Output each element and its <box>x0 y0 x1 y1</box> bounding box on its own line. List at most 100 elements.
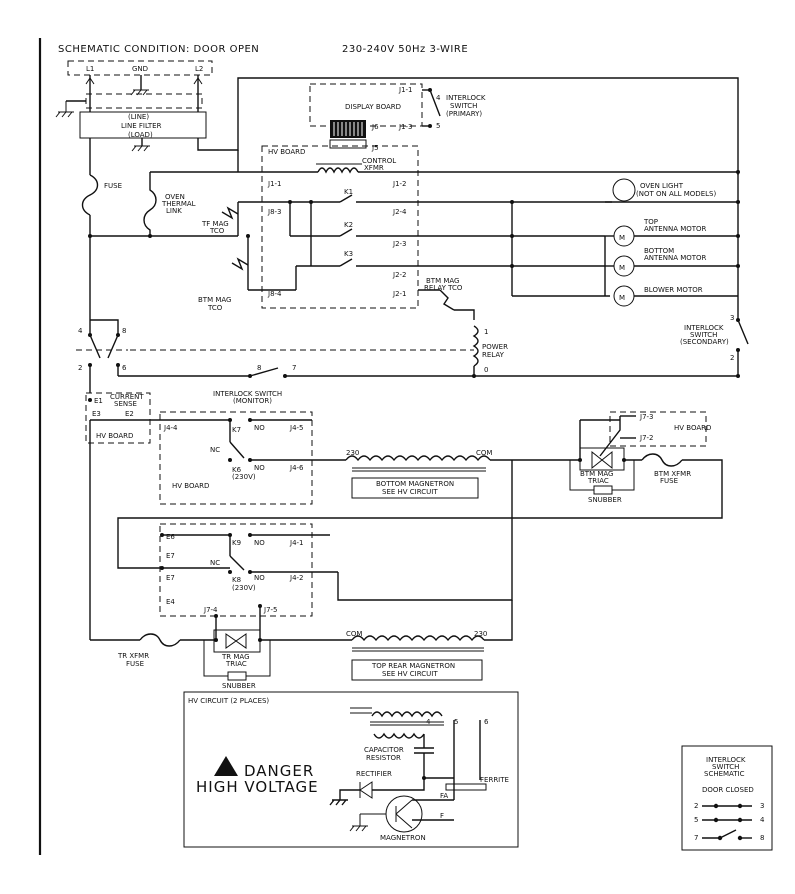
btm-mag-label: BTM MAG <box>198 296 231 304</box>
cs-current: CURRENT <box>110 393 144 401</box>
bottom-mag-label-2: SEE HV CIRCUIT <box>382 488 438 496</box>
xfmr-label: XFMR <box>364 164 384 172</box>
hvb2-230v: (230V) <box>232 584 256 592</box>
line-filter: (LINE) LINE FILTER (LOAD) <box>79 111 207 152</box>
tr-xfmr-fuse <box>139 633 181 647</box>
j8-4-label: J8-4 <box>267 290 282 298</box>
top-antenna-label-2: ANTENNA MOTOR <box>644 225 707 233</box>
hvb2-j4-1: J4-1 <box>289 539 304 547</box>
j8-3-label: J8-3 <box>267 208 282 216</box>
load-column: OVEN LIGHT (NOT ON ALL MODELS) M TOP ANT… <box>510 170 740 320</box>
primary-switch-5: 5 <box>436 122 440 130</box>
schematic-condition-title: SCHEMATIC CONDITION: DOOR OPEN <box>58 44 259 55</box>
gnd-terminal: GND <box>132 65 148 73</box>
rectifier-label: RECTIFIER <box>356 770 392 778</box>
btm-j7-3: J7-3 <box>639 413 654 421</box>
btm-fuse-label: FUSE <box>660 477 678 485</box>
hvb2-nc: NC <box>210 559 220 567</box>
oven-label: OVEN <box>165 193 185 201</box>
top-rear-mag-label-2: SEE HV CIRCUIT <box>382 670 438 678</box>
monitor-label-2: (MONITOR) <box>233 397 272 405</box>
fuse-label: FUSE <box>104 182 122 190</box>
hvb2-j4-2: J4-2 <box>289 574 304 582</box>
hvb2-e7a: E7 <box>166 552 175 560</box>
cs-e1: E1 <box>94 397 103 405</box>
high-voltage-label: HIGH VOLTAGE <box>196 778 319 796</box>
btm-snubber-label: SNUBBER <box>588 496 622 504</box>
f-label: F <box>440 812 444 820</box>
warning-triangle-icon <box>214 756 238 776</box>
door-switch: 4 8 2 6 <box>76 319 128 393</box>
interlock-legend: INTERLOCK SWITCH SCHEMATIC DOOR CLOSED 2… <box>681 745 773 851</box>
bottom-magnetron-transformer: 230 COM BOTTOM MAGNETRON SEE HV CIRCUIT <box>345 449 580 499</box>
hvb1-k6: K6 <box>232 466 242 474</box>
btm-tco-label: TCO <box>207 304 223 312</box>
hvb1-j4-6: J4-6 <box>289 464 304 472</box>
legend-b1: 5 <box>694 816 698 824</box>
legend-line-2: SWITCH <box>712 763 739 771</box>
secondary-interlock-switch: 3 2 INTERLOCK SWITCH (SECONDARY) <box>680 314 749 376</box>
bottom-antenna-label-2: ANTENNA MOTOR <box>644 254 707 262</box>
btm-hv-board: HV BOARD <box>674 424 711 432</box>
hvb2-no1: NO <box>254 539 265 547</box>
legend-a1: 2 <box>694 802 698 810</box>
primary-label: (PRIMARY) <box>446 110 482 118</box>
oven-light-label: OVEN LIGHT <box>640 182 684 190</box>
hv-pin-4: 4 <box>426 718 431 726</box>
monitor-pin-7: 7 <box>292 364 296 372</box>
legend-line-1: INTERLOCK <box>706 756 746 764</box>
hvb2-e4: E4 <box>166 598 175 606</box>
hv-pin-6: 6 <box>484 718 489 726</box>
hvb1-j4-5: J4-5 <box>289 424 304 432</box>
tr-xfmr-label: TR XFMR <box>117 652 149 660</box>
bottom-mag-label-1: BOTTOM MAGNETRON <box>376 480 454 488</box>
hvb1-nc: NC <box>210 446 220 454</box>
display-board-label: DISPLAY BOARD <box>345 103 401 111</box>
legend-c2: 8 <box>760 834 764 842</box>
secondary-label-1: INTERLOCK <box>684 324 724 332</box>
hvb2-j7-5: J7-5 <box>263 606 278 614</box>
magnetron-label: MAGNETRON <box>380 834 426 842</box>
legend-line-3: SCHEMATIC <box>704 770 745 778</box>
l2-terminal: L2 <box>195 65 203 73</box>
tf-mag-tco: TF MAG TCO BTM MAG TCO <box>198 202 250 312</box>
oven-thermal-link <box>143 172 157 236</box>
primary-switch-4: 4 <box>436 94 441 102</box>
legend-b2: 4 <box>760 816 765 824</box>
thermal-label: THERMAL <box>161 200 196 208</box>
monitor-label-1: INTERLOCK SWITCH <box>213 390 282 398</box>
tr-mag-label: TR MAG <box>221 653 250 661</box>
supply-terminal-block: L1 GND L2 <box>55 60 213 118</box>
relay-label: RELAY <box>482 351 505 359</box>
display-j1-3: J1-3 <box>398 123 413 131</box>
secondary-pin-2: 2 <box>730 354 734 362</box>
display-board: DISPLAY BOARD J1-1 J1-3 J6 J5 4 5 INTERL… <box>309 83 486 152</box>
tr-230-label: 230 <box>474 630 487 638</box>
tf-mag-label: TF MAG <box>201 220 229 228</box>
cs-board: HV BOARD <box>96 432 133 440</box>
door-pin-4: 4 <box>78 327 83 335</box>
tr-com-label: COM <box>346 630 362 638</box>
display-j5: J5 <box>371 144 379 152</box>
monitor-pin-8: 8 <box>257 364 261 372</box>
oven-light-note: (NOT ON ALL MODELS) <box>636 190 716 198</box>
hv-circuit-title: HV CIRCUIT (2 PLACES) <box>188 697 269 705</box>
hv-board-relays: HV BOARD CONTROL XFMR J1-1 J1-2 K1 J8-3 … <box>238 145 740 309</box>
tr-snubber-label: SNUBBER <box>222 682 256 690</box>
capacitor-label: CAPACITOR <box>364 746 404 754</box>
top-antenna-motor-m: M <box>619 234 625 242</box>
hvb2-j7-4: J7-4 <box>203 606 218 614</box>
secondary-label-2: SWITCH <box>690 331 717 339</box>
hv-board-k7-k6: J4-4 K7 NO J4-5 NC K6 (230V) NO J4-6 HV … <box>146 411 346 505</box>
bottom-mag-triac: J7-3 J7-2 HV BOARD BTM MAG TRIAC SNUBBER… <box>117 411 723 569</box>
hvb2-e6: E6 <box>166 533 175 541</box>
btm-mag-triac-label: BTM MAG <box>580 470 613 478</box>
btm-relay-tco-label-2: RELAY TCO <box>424 284 463 292</box>
hvb1-no2: NO <box>254 464 265 472</box>
door-pin-6: 6 <box>122 364 127 372</box>
j2-4-label: J2-4 <box>392 208 407 216</box>
filter-load-label: (LOAD) <box>128 131 153 139</box>
l1-terminal: L1 <box>86 65 94 73</box>
hvb1-no1: NO <box>254 424 265 432</box>
j1-2-label: J1-2 <box>392 180 407 188</box>
